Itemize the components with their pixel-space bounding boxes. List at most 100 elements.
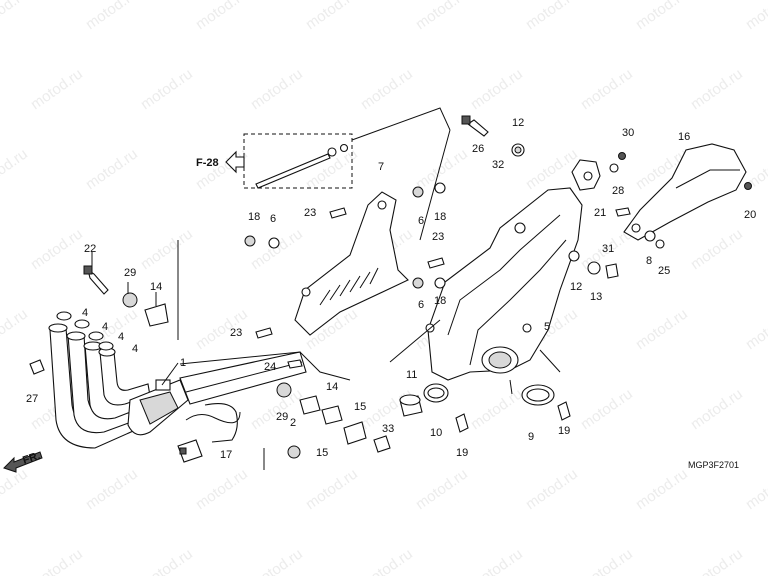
callout-6: 6 [418,215,424,227]
watermark-text: motod.ru [413,465,471,513]
watermark-text: motod.ru [633,0,691,33]
watermark-text: motod.ru [83,0,141,33]
watermark-text: motod.ru [743,0,768,33]
callout-33: 33 [382,423,394,435]
watermark-text: motod.ru [468,545,526,576]
bracket-3 [571,159,601,191]
watermark-text: motod.ru [0,0,31,33]
callout-23: 23 [432,231,444,243]
watermark-text: motod.ru [193,465,251,513]
watermark-text: motod.ru [578,65,636,113]
callout-14: 14 [150,281,162,293]
watermark-text: motod.ru [578,385,636,433]
callout-4: 4 [118,331,124,343]
watermark-text: motod.ru [138,545,196,576]
callout-6: 6 [270,213,276,225]
watermark-text: motod.ru [248,545,306,576]
callout-18: 18 [434,211,446,223]
callout-13: 13 [590,291,602,303]
watermark-text: motod.ru [743,305,768,353]
heat-guard [294,191,409,336]
front-direction-arrow: FR. [3,450,43,473]
watermark-text: motod.ru [523,0,581,33]
callout-25: 25 [658,265,670,277]
callout-23: 23 [304,207,316,219]
callout-21: 21 [594,207,606,219]
callout-6: 6 [418,299,424,311]
watermark-text: motod.ru [633,465,691,513]
callout-9: 9 [528,431,534,443]
watermark-text: motod.ru [303,0,361,33]
watermark-text: motod.ru [248,225,306,273]
watermark-text: motod.ru [688,545,746,576]
watermark-text: motod.ru [468,385,526,433]
watermark-text: motod.ru [0,145,31,193]
watermark-text: motod.ru [688,225,746,273]
watermark-text: motod.ru [83,465,141,513]
watermark-text: motod.ru [248,385,306,433]
callout-22: 22 [84,243,96,255]
callout-1: 1 [180,357,186,369]
watermark-text: motod.ru [138,65,196,113]
callout-12: 12 [512,117,524,129]
leader-lines [91,240,561,470]
o2-sensor-connector [177,411,241,463]
callout-26: 26 [472,143,484,155]
watermark-text: motod.ru [138,225,196,273]
ref-arrow-f28: F-28 [196,150,245,174]
callout-19: 19 [456,447,468,459]
watermark-text: motod.ru [633,305,691,353]
callout-19: 19 [558,425,570,437]
callout-29: 29 [276,411,288,423]
callout-28: 28 [612,185,624,197]
long-bolt-group [243,107,451,241]
watermark-text: motod.ru [468,65,526,113]
callout-18: 18 [434,295,446,307]
watermark-text: motod.ru [303,465,361,513]
callout-29: 29 [124,267,136,279]
watermark-text: motod.ru [358,65,416,113]
callout-16: 16 [678,131,690,143]
watermark-text: motod.ru [688,65,746,113]
callouts: 1 2 4 4 4 4 5 6 6 6 7 8 9 10 11 12 12 13… [26,117,756,461]
callout-32: 32 [492,159,504,171]
callout-20: 20 [744,209,756,221]
callout-2: 2 [290,417,296,429]
exhaust-clamps [399,383,555,417]
callout-7: 7 [378,161,384,173]
watermark-text: motod.ru [688,385,746,433]
muffler [425,187,583,381]
callout-8: 8 [646,255,652,267]
watermark-text: motod.ru [248,65,306,113]
watermark-text: motod.ru [28,225,86,273]
callout-12: 12 [570,281,582,293]
watermark-text: motod.ru [83,145,141,193]
callout-15: 15 [354,401,366,413]
diagram-code: MGP3F2701 [688,460,739,470]
muffler-cover [623,143,747,241]
exhaust-header-pipes [48,323,307,449]
callout-23: 23 [230,327,242,339]
watermark-text: motod.ru [523,465,581,513]
callout-14: 14 [326,381,338,393]
callout-27: 27 [26,393,38,405]
watermark-text: motod.ru [193,0,251,33]
watermark-text: motod.ru [743,465,768,513]
direction-label: FR. [21,450,42,467]
watermark-text: motod.ru [358,545,416,576]
watermark-text: motod.ru [28,545,86,576]
callout-4: 4 [82,307,88,319]
watermark-text: motod.ru [523,145,581,193]
callout-24: 24 [264,361,276,373]
watermark-text: motod.ru [193,145,251,193]
watermark-text: motod.ru [28,65,86,113]
callout-4: 4 [102,321,108,333]
watermark-text: motod.ru [578,545,636,576]
callout-4: 4 [132,343,138,355]
watermark-text: motod.ru [0,465,31,513]
callout-11: 11 [406,369,417,381]
watermark-text: motod.ru [0,305,31,353]
callout-5: 5 [544,321,550,333]
fasteners [29,115,752,459]
